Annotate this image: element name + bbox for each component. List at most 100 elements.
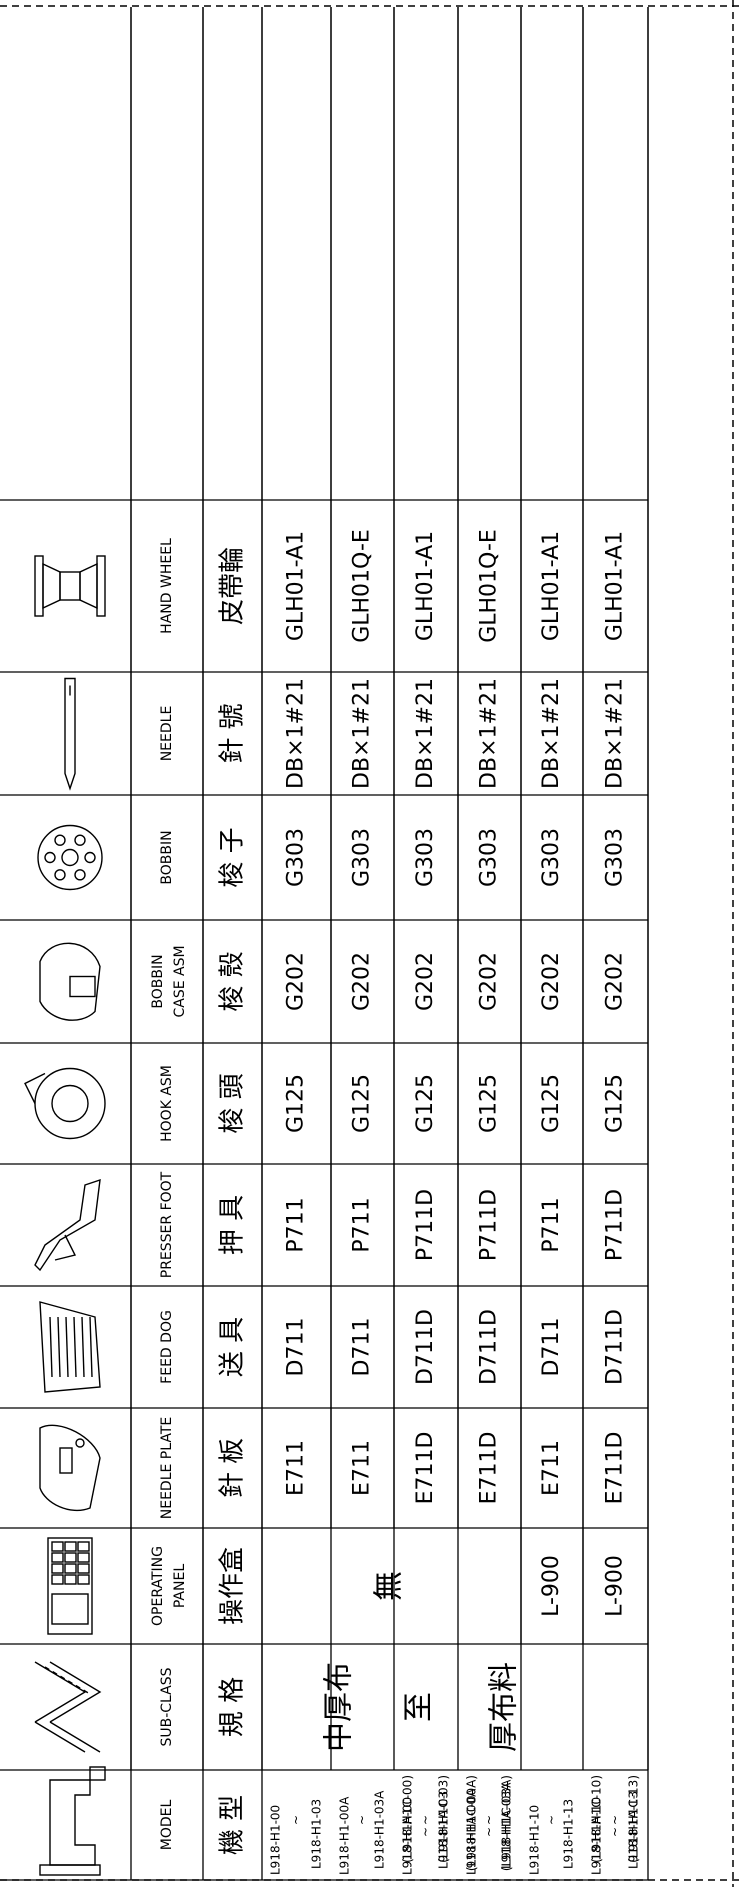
model-code: L918-H1A-10 [590, 1797, 604, 1875]
model-code: L918-H1A-03A [500, 1782, 514, 1869]
cell-hook: G125 [539, 1074, 564, 1133]
cell-presser-foot: P711D [477, 1189, 502, 1261]
cell-presser-foot: P711D [413, 1189, 438, 1261]
model-code: L918-H1A-00 [401, 1797, 415, 1875]
cell-presser-foot: P711 [539, 1197, 564, 1252]
header-icons [24, 555, 106, 1876]
model-code: ~ [419, 1815, 433, 1825]
model-code-alt: (L918-H1C-03A) [500, 1775, 514, 1871]
cell-bobbin: G303 [539, 828, 564, 887]
model-code-alt: (L918-H1C-13) [627, 1775, 641, 1863]
model-code-alt: (L918-H1C-00A) [465, 1775, 479, 1871]
subclass-text-line3: 厚布料 [487, 1662, 522, 1752]
model-code: L918-H1A-03 [437, 1791, 451, 1869]
model-code-alt: (L918-H1C-03) [437, 1775, 451, 1863]
sewing-machine-icon [39, 1766, 106, 1876]
cell-needle-plate: E711 [350, 1440, 375, 1496]
cell-bobbin: G303 [603, 828, 628, 887]
header-label-hand_wheel: HAND WHEEL [159, 538, 175, 634]
header-label-needle: NEEDLE [159, 706, 175, 762]
model-cell: L918-H1-10~L918-H1-13 [528, 1799, 576, 1875]
cell-needle-plate: E711 [284, 1440, 309, 1496]
header-zh-feed_dog: 送 具 [218, 1317, 248, 1377]
needle-icon [64, 677, 76, 791]
header-label-bobbin: BOBBIN [159, 830, 175, 884]
panel-model-cell: L-900 [539, 1555, 564, 1617]
cell-needle-plate: E711D [477, 1432, 502, 1505]
model-code: L918-H1-03A [373, 1790, 387, 1869]
cell-hand-wheel: GLH01-A1 [413, 531, 438, 641]
model-cell: L918-H1A-00A~ L918-H1A-03A (L918-H1C-00A)~… [465, 1775, 514, 1875]
model-code: L918-H1A-00A [465, 1788, 479, 1875]
cell-hook: G125 [284, 1074, 309, 1133]
panel-none-cell: 無 [372, 1571, 407, 1601]
cell-feed-dog: D711D [413, 1309, 438, 1385]
header-label-presser_foot: PRESSER FOOT [159, 1171, 175, 1278]
header-zh-subclass: 規 格 [218, 1677, 248, 1737]
header-label-subclass: SUB-CLASS [159, 1667, 175, 1746]
model-code-alt: ~ [419, 1827, 433, 1837]
header-label-panel-line2: PANEL [172, 1564, 188, 1608]
cell-presser-foot: P711D [603, 1189, 628, 1261]
cell-bobbin: G303 [477, 828, 502, 887]
model-code: L918-H1-03 [310, 1799, 324, 1869]
header-zh-hand_wheel: 皮帶輪 [218, 547, 248, 625]
presser-foot-icon [34, 1178, 101, 1272]
cell-hook: G125 [350, 1074, 375, 1133]
operating-panel-icon [47, 1537, 93, 1635]
model-code: L918-H1-10 [528, 1805, 542, 1875]
header-zh-panel: 操作盒 [218, 1547, 248, 1625]
cell-feed-dog: D711D [477, 1309, 502, 1385]
header-zh-model: 機 型 [218, 1795, 248, 1855]
cell-feed-dog: D711 [350, 1318, 375, 1377]
model-code: L918-H1-00A [338, 1796, 352, 1875]
model-code-alt: (L918-H1C-10) [590, 1775, 604, 1863]
cell-hand-wheel: GLH01-A1 [284, 531, 309, 641]
cell-hand-wheel: GLH01-A1 [539, 531, 564, 641]
cell-needle-plate: E711D [603, 1432, 628, 1505]
header-label-hook: HOOK ASM [159, 1065, 175, 1142]
cell-hand-wheel: GLH01Q-E [350, 529, 375, 643]
model-code-alt: ~ [482, 1827, 496, 1837]
cell-needle: DB×1#21 [350, 678, 375, 789]
subclass-text-line2: 至 [402, 1692, 437, 1722]
model-code: ~ [545, 1815, 559, 1825]
header-zh-needle_plate: 針 板 [218, 1438, 248, 1498]
cell-bobbin: G303 [284, 828, 309, 887]
cell-presser-foot: P711 [350, 1197, 375, 1252]
cell-bobbin-case: G202 [603, 952, 628, 1011]
cell-feed-dog: D711 [539, 1318, 564, 1377]
cell-hand-wheel: GLH01-A1 [603, 531, 628, 641]
model-cell: L918-H1-00A~L918-H1-03A [338, 1790, 387, 1875]
cell-needle: DB×1#21 [539, 678, 564, 789]
model-code: ~ [289, 1815, 303, 1825]
cell-bobbin-case: G202 [350, 952, 375, 1011]
cell-needle-plate: E711D [413, 1432, 438, 1505]
cell-needle: DB×1#21 [477, 678, 502, 789]
model-code: L918-H1-00 [269, 1805, 283, 1875]
cell-needle-plate: E711 [539, 1440, 564, 1496]
cell-bobbin-case: G202 [413, 952, 438, 1011]
cell-hook: G125 [477, 1074, 502, 1133]
cell-presser-foot: P711 [284, 1197, 309, 1252]
grid-lines [0, 7, 649, 1881]
bobbin-case-icon [39, 942, 101, 1021]
hand-wheel-icon [34, 555, 106, 617]
header-label-model: MODEL [159, 1800, 175, 1851]
cell-needle: DB×1#21 [603, 678, 628, 789]
cell-bobbin: G303 [350, 828, 375, 887]
header-zh-presser_foot: 押 具 [218, 1195, 248, 1255]
hook-icon [24, 1067, 106, 1140]
subclass-text-line1: 中厚布 [322, 1662, 357, 1752]
model-code: ~ [482, 1815, 496, 1825]
model-code: L918-H1A-13 [627, 1791, 641, 1869]
model-cell: L918-H1A-10~L918-H1A-13(L918-H1C-10)~(L9… [590, 1775, 641, 1875]
model-cell: L918-H1A-00~L918-H1A-03(L918-H1C-00)~(L9… [401, 1775, 451, 1875]
model-cell: L918-H1-00 ~ L918-H1-03 [269, 1799, 324, 1875]
header-zh-needle: 針 號 [218, 703, 248, 763]
model-code: L918-H1-13 [562, 1799, 576, 1869]
header-label-feed_dog: FEED DOG [159, 1310, 175, 1384]
